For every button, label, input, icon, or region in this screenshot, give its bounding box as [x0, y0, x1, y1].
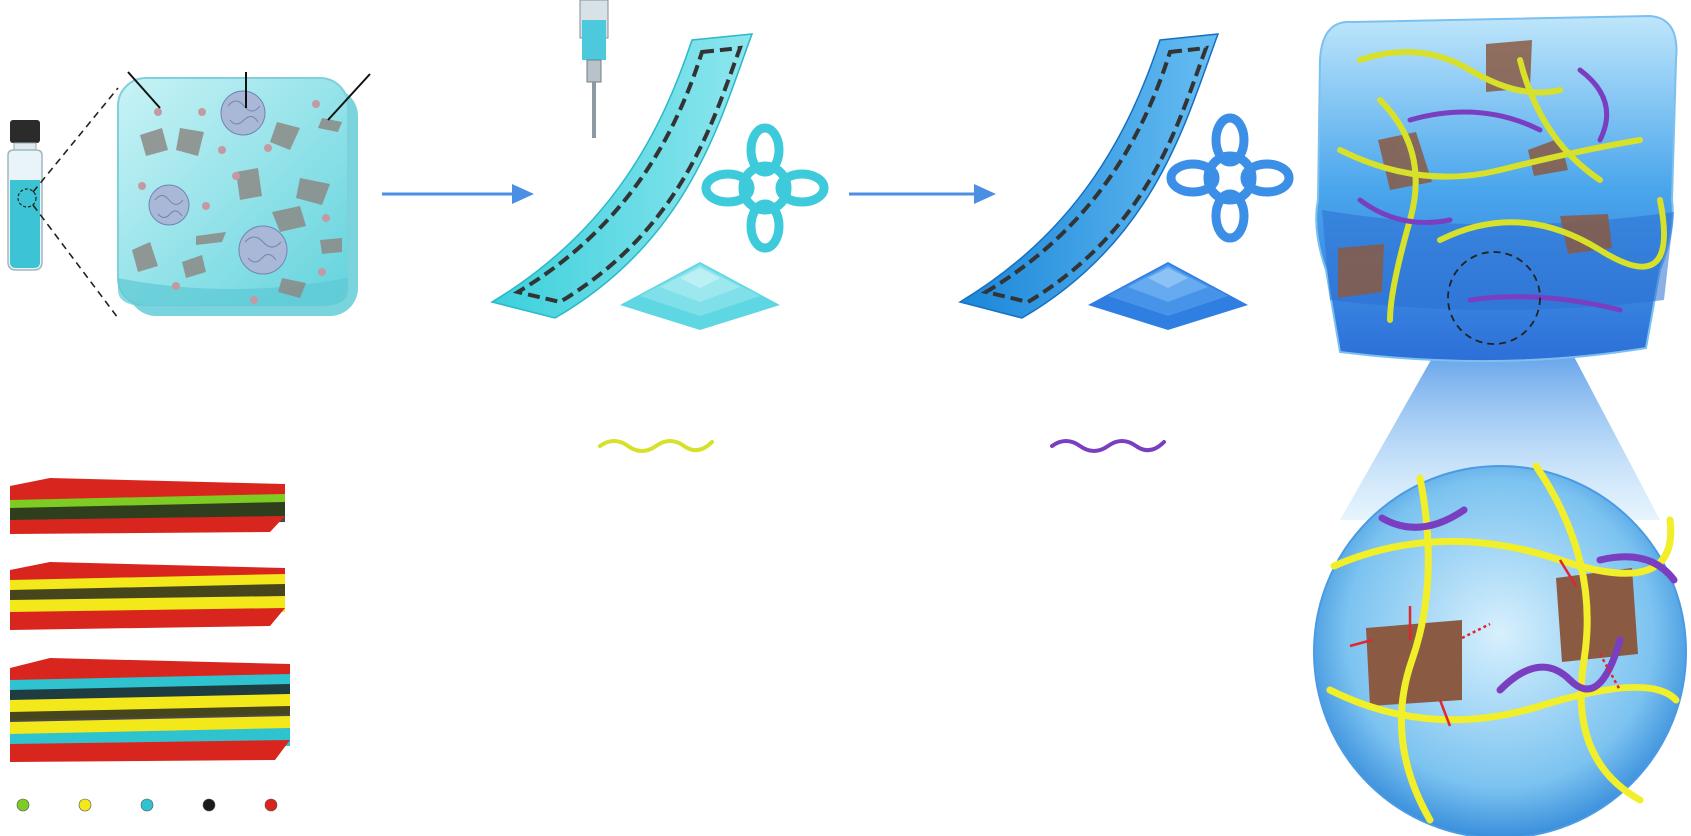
mxene-layer-structure-2	[10, 562, 285, 630]
mxene-layer-structure-1	[10, 478, 285, 534]
microgels	[148, 90, 288, 275]
syringe-icon	[579, 0, 609, 138]
atom-sphere-icon	[264, 798, 278, 812]
arrow-right-icon	[849, 184, 996, 204]
knot-icon	[701, 123, 829, 253]
polymer-chain-purple-icon	[1050, 439, 1166, 453]
polymer-chain-yellow-icon	[598, 439, 714, 453]
zoom-beam	[1340, 330, 1660, 520]
atom-legend	[16, 798, 278, 812]
zoom-lines	[32, 87, 119, 319]
nanoparticles	[138, 100, 330, 304]
hydrogel-block	[1315, 14, 1678, 363]
network-zoom-circle	[1313, 462, 1687, 836]
atom-sphere-icon	[78, 798, 92, 812]
arrow-right-icon	[382, 184, 534, 204]
pointer-lines	[127, 71, 371, 121]
mxene-layer-structure-3	[10, 658, 290, 762]
atom-sphere-icon	[202, 798, 216, 812]
atom-sphere-icon	[140, 798, 154, 812]
vial-icon	[7, 120, 43, 271]
printed-strain-sensor	[490, 33, 754, 319]
pyramid-icon	[1088, 262, 1248, 330]
printed-strain-sensor-gel	[958, 33, 1220, 319]
atom-sphere-icon	[16, 798, 30, 812]
mxene-flakes	[132, 118, 342, 298]
knot-icon	[1166, 113, 1294, 243]
pyramid-icon	[620, 262, 780, 330]
